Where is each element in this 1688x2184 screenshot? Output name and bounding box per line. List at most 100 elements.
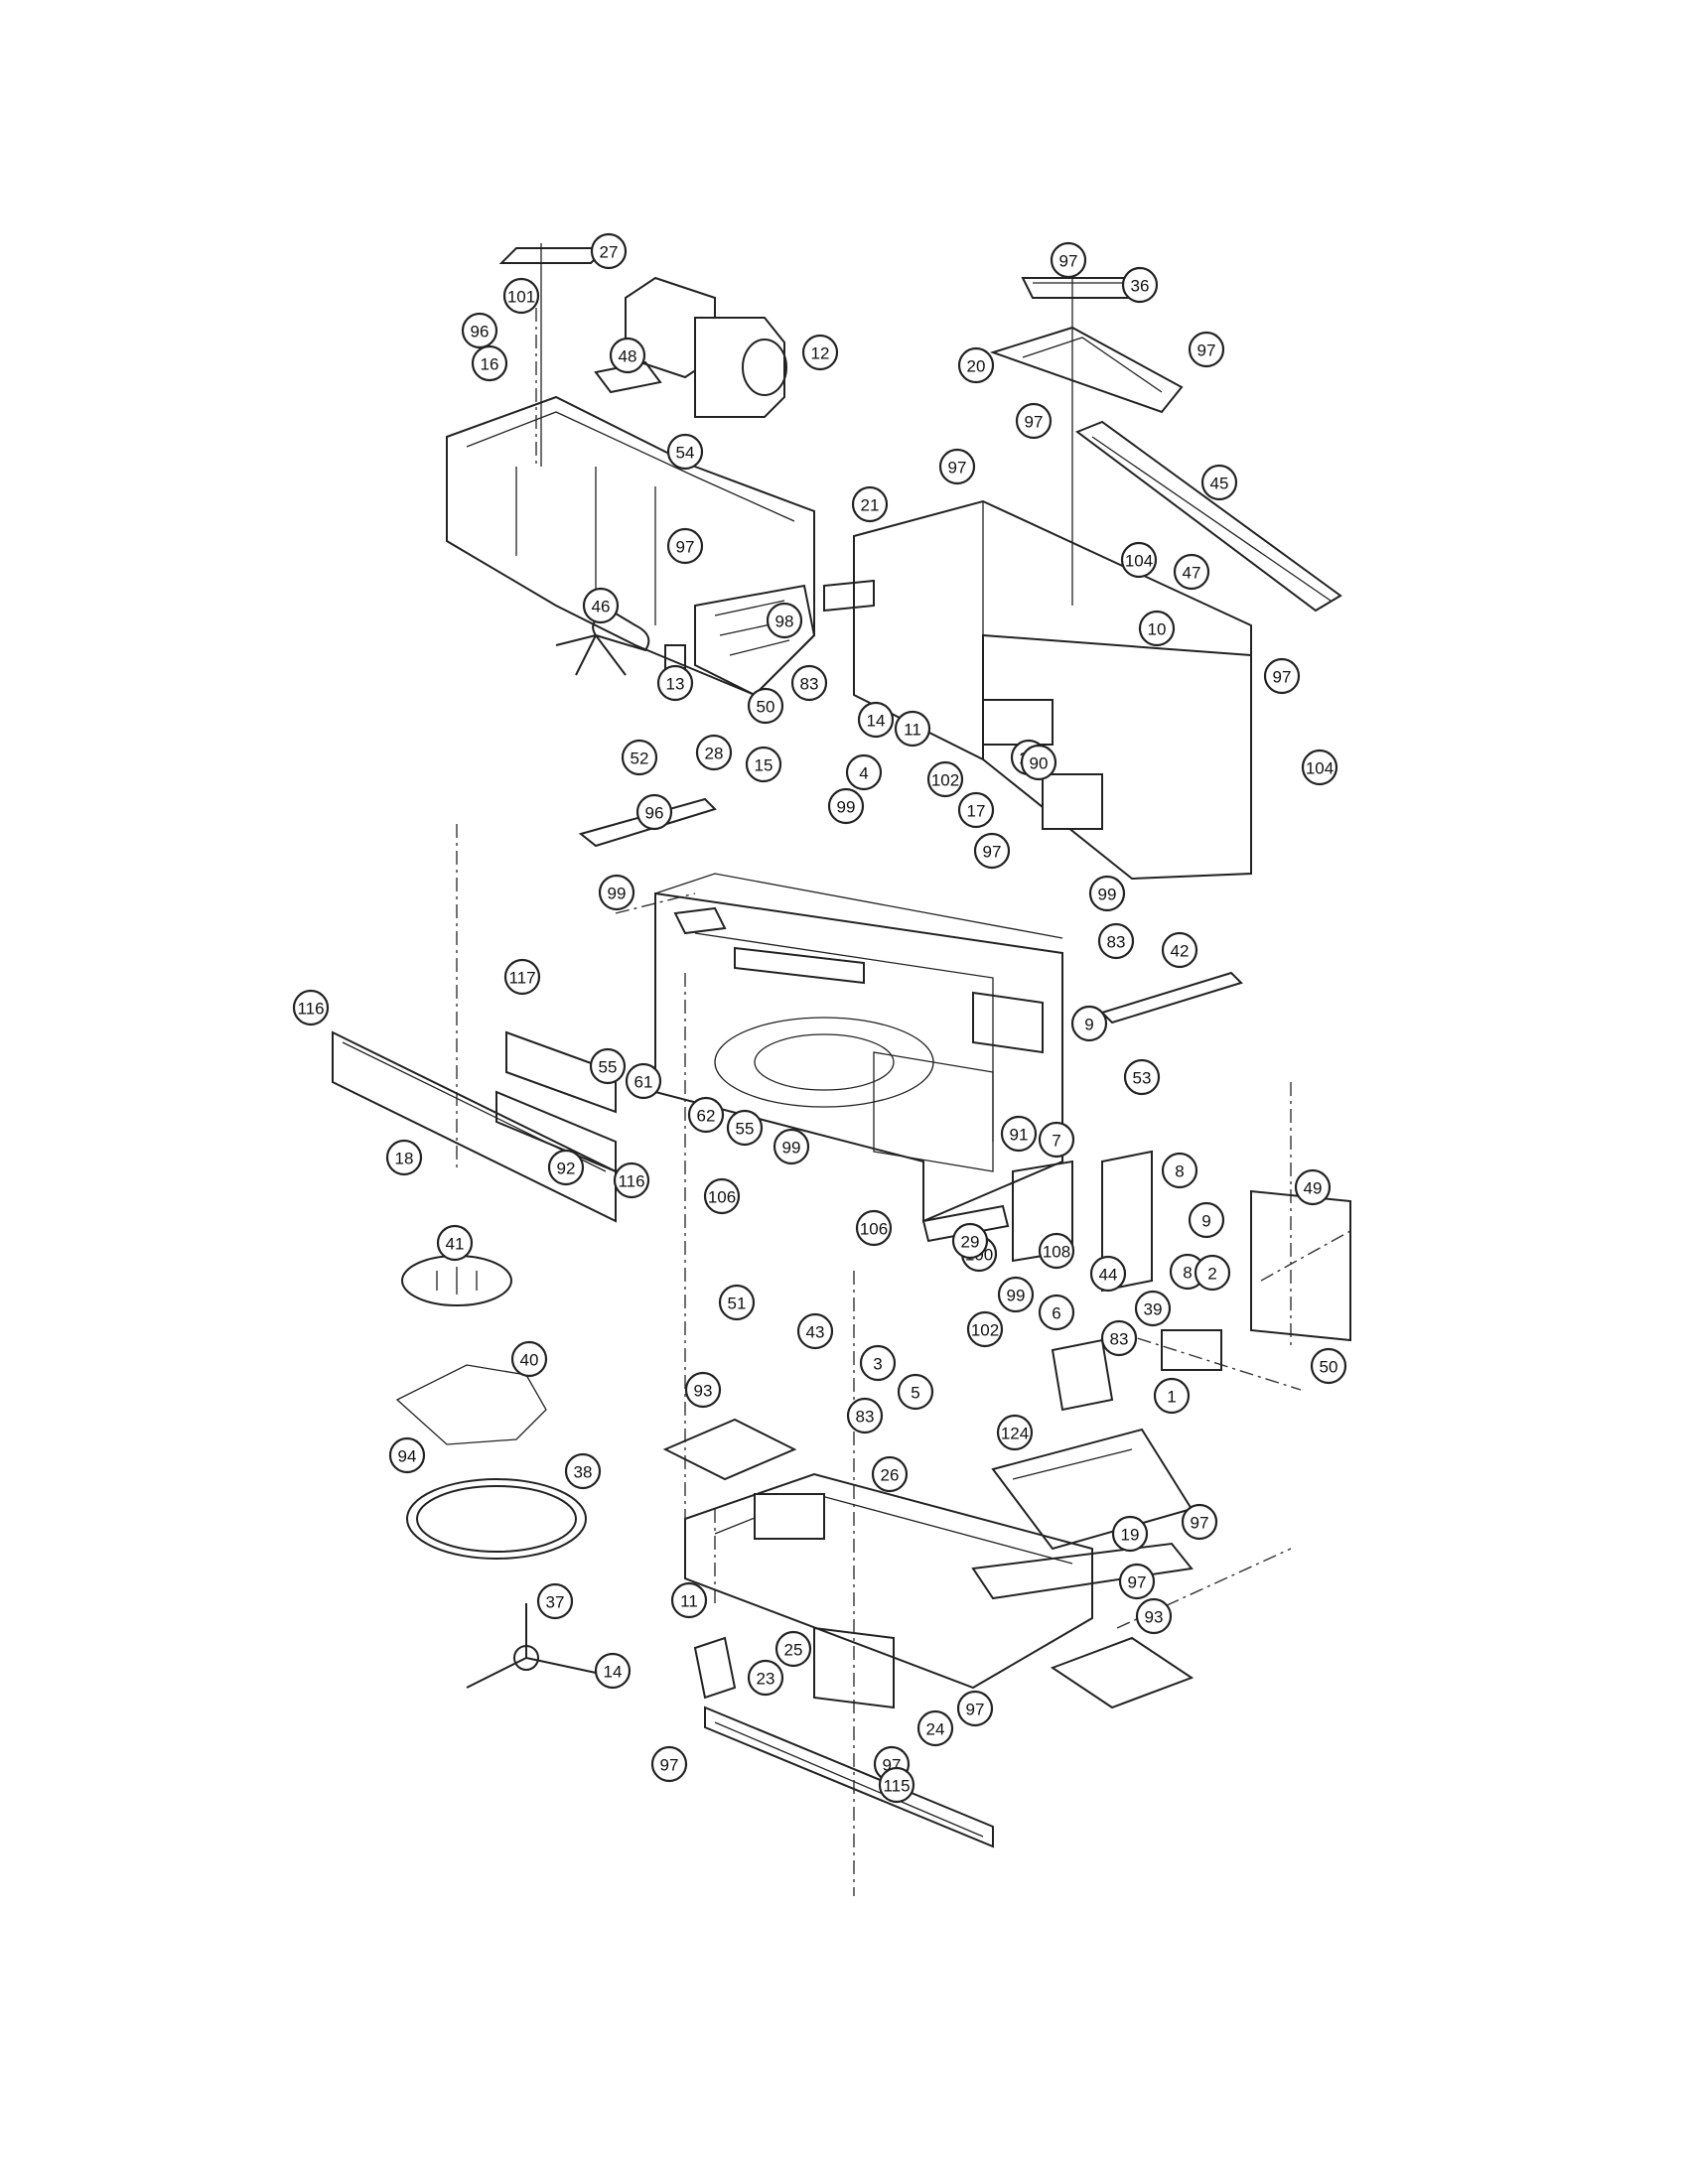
callout-circle bbox=[1188, 1201, 1225, 1239]
callout-circle bbox=[1121, 266, 1159, 304]
part-callout-45: 45 bbox=[1200, 464, 1238, 501]
callout-number: 48 bbox=[619, 347, 637, 366]
callout-number: 54 bbox=[676, 444, 695, 463]
part-callout-5: 5 bbox=[897, 1373, 934, 1411]
callout-number: 99 bbox=[608, 885, 627, 903]
callout-number: 39 bbox=[1144, 1300, 1163, 1319]
callout-circle bbox=[926, 760, 964, 798]
callout-circle bbox=[536, 1582, 574, 1620]
callout-number: 4 bbox=[859, 764, 868, 783]
part-callout-14: 14 bbox=[594, 1652, 632, 1690]
callout-circle bbox=[845, 753, 883, 791]
part-callout-96: 96 bbox=[635, 793, 673, 831]
part-callout-10: 10 bbox=[1138, 610, 1176, 647]
part-callout-97: 97 bbox=[666, 527, 704, 565]
part-callout-55: 55 bbox=[726, 1109, 764, 1147]
callout-number: 98 bbox=[775, 613, 794, 631]
callout-circle bbox=[594, 1652, 632, 1690]
callout-number: 40 bbox=[520, 1351, 539, 1370]
callout-number: 12 bbox=[811, 344, 830, 363]
callout-circle bbox=[997, 1276, 1035, 1313]
callout-number: 7 bbox=[1052, 1132, 1060, 1151]
callout-number: 5 bbox=[911, 1384, 919, 1403]
callout-circle bbox=[582, 587, 620, 624]
part-callout-91: 91 bbox=[1000, 1115, 1038, 1153]
part-callout-104: 104 bbox=[1301, 749, 1338, 786]
callout-circle bbox=[609, 337, 646, 374]
callout-circle bbox=[1097, 922, 1135, 960]
part-callout-9: 9 bbox=[1188, 1201, 1225, 1239]
part-callout-61: 61 bbox=[625, 1062, 662, 1100]
callout-number: 9 bbox=[1084, 1016, 1093, 1034]
callout-circle bbox=[747, 1659, 784, 1697]
part-callout-11: 11 bbox=[894, 710, 931, 748]
part-callout-93: 93 bbox=[684, 1371, 722, 1409]
callout-number: 11 bbox=[680, 1592, 698, 1611]
part-callout-54: 54 bbox=[666, 433, 704, 471]
part-callout-99: 99 bbox=[1088, 875, 1126, 912]
part-callout-8: 8 bbox=[1161, 1152, 1198, 1189]
callout-circle bbox=[1118, 1563, 1156, 1600]
part-callout-90: 90 bbox=[1020, 744, 1057, 781]
part-callout-94: 94 bbox=[388, 1436, 426, 1474]
callout-number: 62 bbox=[697, 1107, 716, 1126]
callout-number: 3 bbox=[873, 1355, 882, 1374]
callout-circle bbox=[916, 1709, 954, 1747]
part-callout-116: 116 bbox=[613, 1161, 650, 1199]
part-callout-15: 15 bbox=[745, 746, 782, 783]
part-callout-124: 124 bbox=[996, 1414, 1034, 1451]
part-callout-97: 97 bbox=[650, 1745, 688, 1783]
callout-number: 18 bbox=[395, 1150, 414, 1168]
part-callout-48: 48 bbox=[609, 337, 646, 374]
callout-number: 99 bbox=[1098, 886, 1117, 904]
callout-circle bbox=[796, 1312, 834, 1350]
callout-number: 99 bbox=[837, 798, 856, 817]
callout-circle bbox=[670, 1581, 708, 1619]
callout-circle bbox=[774, 1630, 812, 1668]
callout-circle bbox=[973, 832, 1011, 870]
callout-number: 83 bbox=[1110, 1330, 1129, 1349]
part-callout-25: 25 bbox=[774, 1630, 812, 1668]
callout-circle bbox=[957, 346, 995, 384]
part-callout-13: 13 bbox=[656, 664, 694, 702]
callout-circle bbox=[292, 989, 330, 1026]
part-callout-43: 43 bbox=[796, 1312, 834, 1350]
callout-circle bbox=[1181, 1503, 1218, 1541]
part-callout-11: 11 bbox=[670, 1581, 708, 1619]
callout-circle bbox=[1000, 1115, 1038, 1153]
part-callout-27: 27 bbox=[590, 232, 628, 270]
part-callout-106: 106 bbox=[703, 1177, 741, 1215]
callout-number: 8 bbox=[1175, 1162, 1184, 1181]
callout-number: 90 bbox=[1030, 754, 1049, 773]
callout-number: 97 bbox=[948, 459, 967, 478]
callout-number: 44 bbox=[1099, 1266, 1118, 1285]
callout-number: 101 bbox=[507, 288, 535, 307]
part-callout-46: 46 bbox=[582, 587, 620, 624]
callout-circle bbox=[1038, 1294, 1075, 1331]
callout-number: 97 bbox=[1197, 341, 1216, 360]
callout-number: 92 bbox=[557, 1160, 576, 1178]
callout-number: 47 bbox=[1183, 564, 1201, 583]
callout-number: 23 bbox=[757, 1670, 775, 1689]
callout-circle bbox=[1301, 749, 1338, 786]
callout-circle bbox=[996, 1414, 1034, 1451]
part-callout-21: 21 bbox=[851, 485, 889, 523]
part-callout-20: 20 bbox=[957, 346, 995, 384]
callout-circle bbox=[1120, 541, 1158, 579]
callout-circle bbox=[951, 1222, 989, 1260]
callout-number: 104 bbox=[1125, 552, 1153, 571]
callout-number: 91 bbox=[1010, 1126, 1029, 1145]
callout-circle bbox=[957, 791, 995, 829]
callout-circle bbox=[801, 334, 839, 371]
callout-circle bbox=[766, 602, 803, 639]
callout-number: 36 bbox=[1131, 277, 1150, 296]
part-callout-83: 83 bbox=[846, 1397, 884, 1434]
part-callout-28: 28 bbox=[695, 734, 733, 771]
part-callout-23: 23 bbox=[747, 1659, 784, 1697]
callout-circle bbox=[385, 1139, 423, 1176]
part-callout-40: 40 bbox=[510, 1340, 548, 1378]
callout-circle bbox=[1194, 1254, 1231, 1292]
part-callout-17: 17 bbox=[957, 791, 995, 829]
callout-circle bbox=[956, 1690, 994, 1727]
callout-circle bbox=[851, 485, 889, 523]
